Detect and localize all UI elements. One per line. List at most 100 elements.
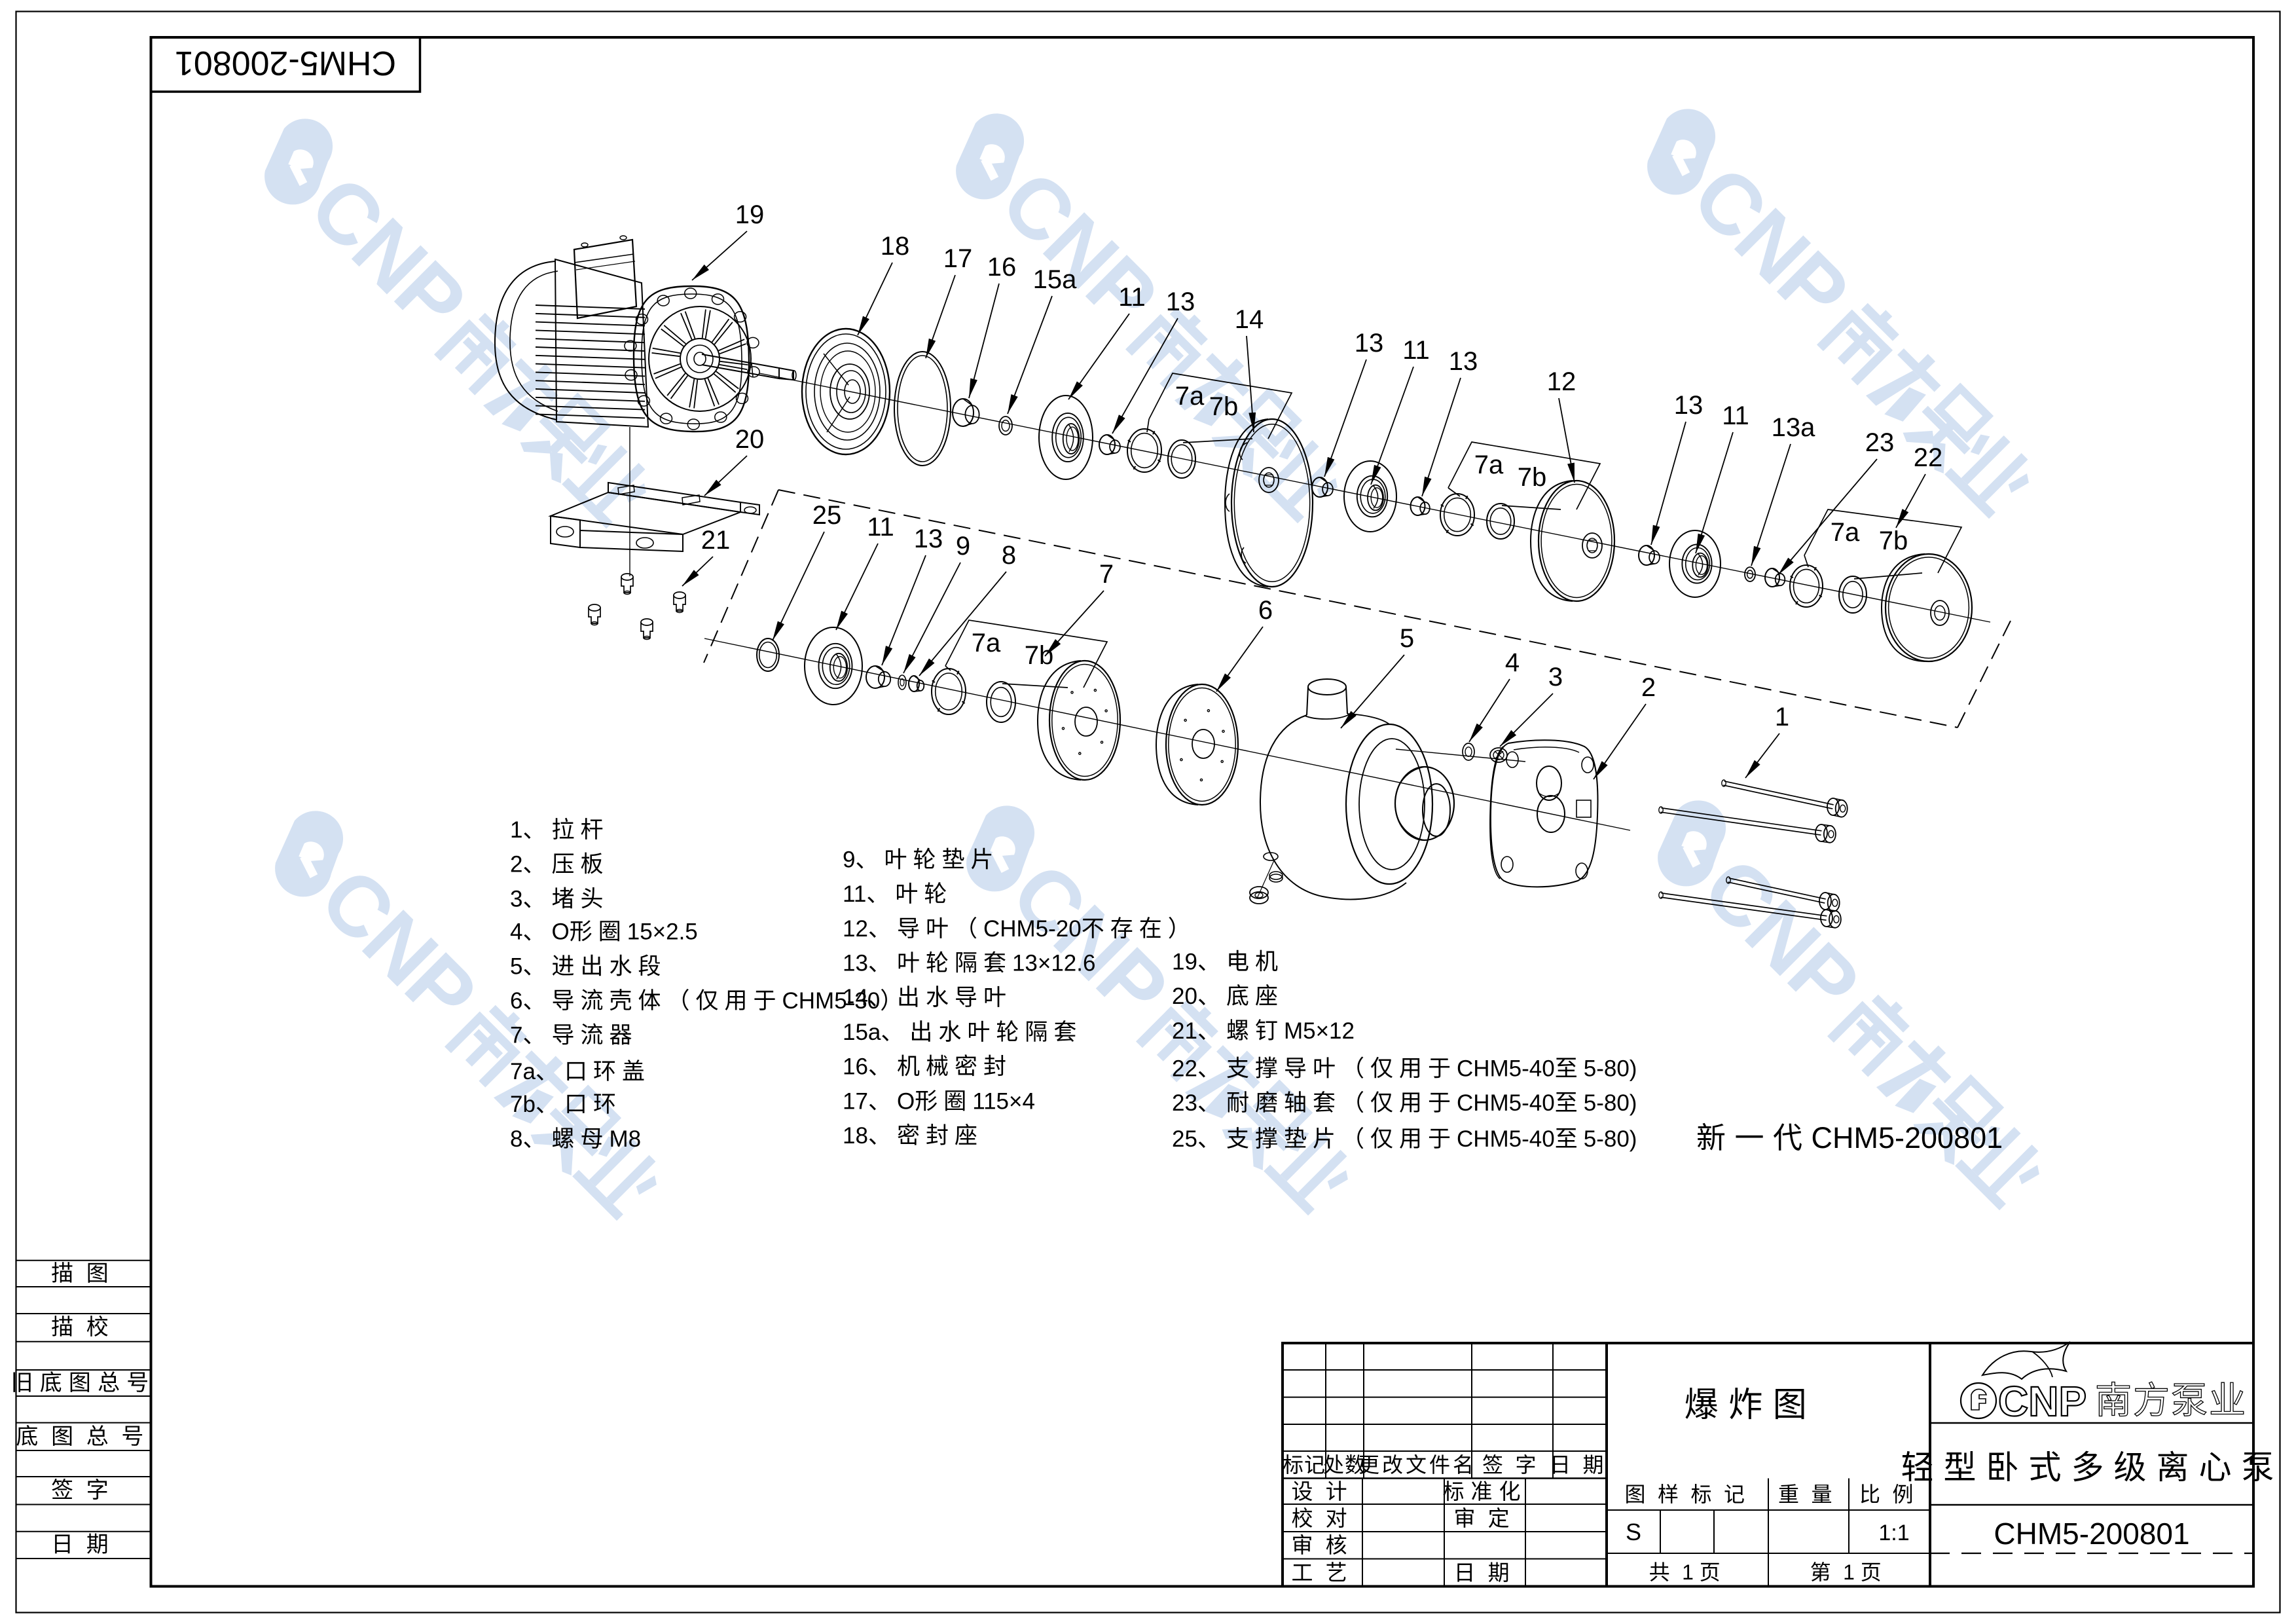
svg-text:7a: 7a xyxy=(1474,451,1504,479)
svg-text:CNP: CNP xyxy=(302,850,494,1042)
svg-text:13: 13 xyxy=(1355,329,1384,358)
svg-text:14、出水导叶: 14、出水导叶 xyxy=(843,985,1012,1010)
svg-text:4、O形圈15×2.5: 4、O形圈15×2.5 xyxy=(510,919,698,945)
svg-text:CNP: CNP xyxy=(1685,840,1877,1031)
svg-text:CHM5-200801: CHM5-200801 xyxy=(175,44,396,82)
svg-text:7: 7 xyxy=(1099,560,1114,589)
svg-text:22、支撑导叶（仅用于CHM5-40至5-80): 22、支撑导叶（仅用于CHM5-40至5-80) xyxy=(1172,1056,1637,1081)
svg-text:18、密封座: 18、密封座 xyxy=(843,1123,983,1149)
svg-text:CHM5-200801: CHM5-200801 xyxy=(1994,1517,2189,1551)
svg-text:更改文件名: 更改文件名 xyxy=(1358,1453,1476,1477)
svg-text:共 1 页: 共 1 页 xyxy=(1649,1560,1727,1584)
svg-text:第 1 页: 第 1 页 xyxy=(1810,1560,1888,1584)
svg-text:1:1: 1:1 xyxy=(1878,1521,1909,1545)
svg-text:15a: 15a xyxy=(1033,265,1077,294)
svg-text:4: 4 xyxy=(1505,648,1520,677)
svg-text:7b: 7b xyxy=(1518,463,1547,492)
svg-text:图 样 标 记: 图 样 标 记 xyxy=(1624,1483,1751,1506)
svg-text:CNP: CNP xyxy=(292,158,484,350)
svg-text:7、导流器: 7、导流器 xyxy=(510,1023,638,1048)
svg-text:5、进出水段: 5、进出水段 xyxy=(510,953,666,979)
svg-text:9: 9 xyxy=(956,532,970,561)
svg-text:7a: 7a xyxy=(1831,518,1860,547)
svg-text:7b: 7b xyxy=(1209,392,1239,421)
svg-text:审 定: 审 定 xyxy=(1454,1506,1516,1530)
svg-text:新一代CHM5-200801: 新一代CHM5-200801 xyxy=(1696,1121,2003,1154)
svg-text:描 图: 描 图 xyxy=(51,1261,115,1286)
svg-text:CNP: CNP xyxy=(1675,148,1867,340)
svg-text:日 期: 日 期 xyxy=(51,1532,115,1557)
svg-text:13: 13 xyxy=(1449,347,1478,376)
svg-text:审 核: 审 核 xyxy=(1292,1533,1354,1557)
svg-text:11: 11 xyxy=(1402,336,1430,365)
svg-text:15a、出水叶轮隔套: 15a、出水叶轮隔套 xyxy=(843,1020,1082,1045)
svg-text:3: 3 xyxy=(1548,663,1563,692)
svg-text:6、导流壳体（仅用于CHM5-30）: 6、导流壳体（仅用于CHM5-30） xyxy=(510,988,909,1014)
svg-text:比 例: 比 例 xyxy=(1859,1483,1920,1506)
svg-text:20、底座: 20、底座 xyxy=(1172,984,1284,1009)
svg-text:7b: 7b xyxy=(1025,641,1054,670)
svg-text:2、压板: 2、压板 xyxy=(510,852,609,877)
svg-text:13、叶轮隔套13×12.6: 13、叶轮隔套13×12.6 xyxy=(843,951,1095,976)
svg-text:13: 13 xyxy=(1166,287,1195,316)
svg-text:13: 13 xyxy=(1674,391,1704,420)
svg-text:签 字: 签 字 xyxy=(51,1478,115,1503)
svg-text:重 量: 重 量 xyxy=(1778,1483,1838,1506)
svg-text:25: 25 xyxy=(812,501,842,530)
svg-text:1、拉杆: 1、拉杆 xyxy=(510,817,609,843)
svg-text:签 字: 签 字 xyxy=(1482,1453,1542,1477)
svg-text:轻型卧式多级离心泵: 轻型卧式多级离心泵 xyxy=(1901,1449,2284,1486)
svg-text:日 期: 日 期 xyxy=(1550,1453,1610,1477)
svg-text:7b、口环: 7b、口环 xyxy=(510,1092,622,1117)
svg-text:17、O形圈115×4: 17、O形圈115×4 xyxy=(843,1088,1035,1114)
svg-text:11、叶轮: 11、叶轮 xyxy=(843,881,953,907)
svg-text:14: 14 xyxy=(1235,305,1264,334)
svg-text:19: 19 xyxy=(735,200,765,229)
svg-text:6: 6 xyxy=(1258,596,1273,625)
svg-text:13: 13 xyxy=(914,525,943,553)
svg-text:2: 2 xyxy=(1641,673,1656,702)
svg-text:3、堵头: 3、堵头 xyxy=(510,886,609,912)
svg-text:16: 16 xyxy=(987,253,1017,282)
svg-text:爆炸图: 爆炸图 xyxy=(1685,1386,1817,1424)
svg-text:5: 5 xyxy=(1400,624,1414,653)
svg-text:22: 22 xyxy=(1914,443,1943,472)
svg-text:25、支撑垫片（仅用于CHM5-40至5-80): 25、支撑垫片（仅用于CHM5-40至5-80) xyxy=(1172,1126,1637,1152)
svg-text:底 图 总 号: 底 图 总 号 xyxy=(16,1424,150,1449)
svg-text:处数: 处数 xyxy=(1323,1453,1366,1477)
svg-text:7a: 7a xyxy=(972,629,1001,657)
svg-text:CNP: CNP xyxy=(1998,1378,2086,1425)
svg-text:南方泵业: 南方泵业 xyxy=(2095,1380,2247,1421)
svg-text:19、电机: 19、电机 xyxy=(1172,950,1284,975)
svg-text:23、耐磨轴套（仅用于CHM5-40至5-80): 23、耐磨轴套（仅用于CHM5-40至5-80) xyxy=(1172,1090,1637,1116)
svg-text:校 对: 校 对 xyxy=(1292,1506,1354,1530)
svg-text:7b: 7b xyxy=(1879,526,1908,555)
svg-text:20: 20 xyxy=(735,425,765,454)
svg-text:8: 8 xyxy=(1002,541,1016,570)
svg-text:工 艺: 工 艺 xyxy=(1292,1560,1354,1585)
svg-text:7a、口环盖: 7a、口环盖 xyxy=(510,1059,651,1084)
svg-text:1: 1 xyxy=(1775,703,1789,731)
svg-text:CNP: CNP xyxy=(983,153,1175,344)
svg-text:7a: 7a xyxy=(1175,382,1205,411)
svg-text:标记: 标记 xyxy=(1283,1453,1326,1477)
svg-text:12、导叶（CHM5-20不存在）: 12、导叶（CHM5-20不存在） xyxy=(843,916,1197,942)
svg-text:17: 17 xyxy=(943,244,973,273)
svg-text:描 校: 描 校 xyxy=(51,1315,115,1340)
svg-text:12: 12 xyxy=(1547,367,1576,396)
svg-text:11: 11 xyxy=(1722,401,1749,430)
svg-text:11: 11 xyxy=(1118,283,1146,312)
svg-text:23: 23 xyxy=(1865,428,1895,457)
svg-text:8、螺母M8: 8、螺母M8 xyxy=(510,1126,641,1152)
svg-text:S: S xyxy=(1626,1519,1641,1545)
svg-text:9、叶轮垫片: 9、叶轮垫片 xyxy=(843,847,999,872)
svg-text:标准化: 标准化 xyxy=(1443,1479,1527,1504)
svg-text:日 期: 日 期 xyxy=(1454,1560,1516,1585)
svg-text:13a: 13a xyxy=(1772,413,1815,442)
svg-text:18: 18 xyxy=(881,232,910,261)
svg-text:21: 21 xyxy=(701,526,731,555)
svg-text:旧底图总号: 旧底图总号 xyxy=(11,1371,156,1395)
svg-text:16、机械密封: 16、机械密封 xyxy=(843,1054,1012,1080)
svg-text:21、螺钉M5×12: 21、螺钉M5×12 xyxy=(1172,1018,1355,1044)
svg-text:设 计: 设 计 xyxy=(1292,1479,1354,1504)
